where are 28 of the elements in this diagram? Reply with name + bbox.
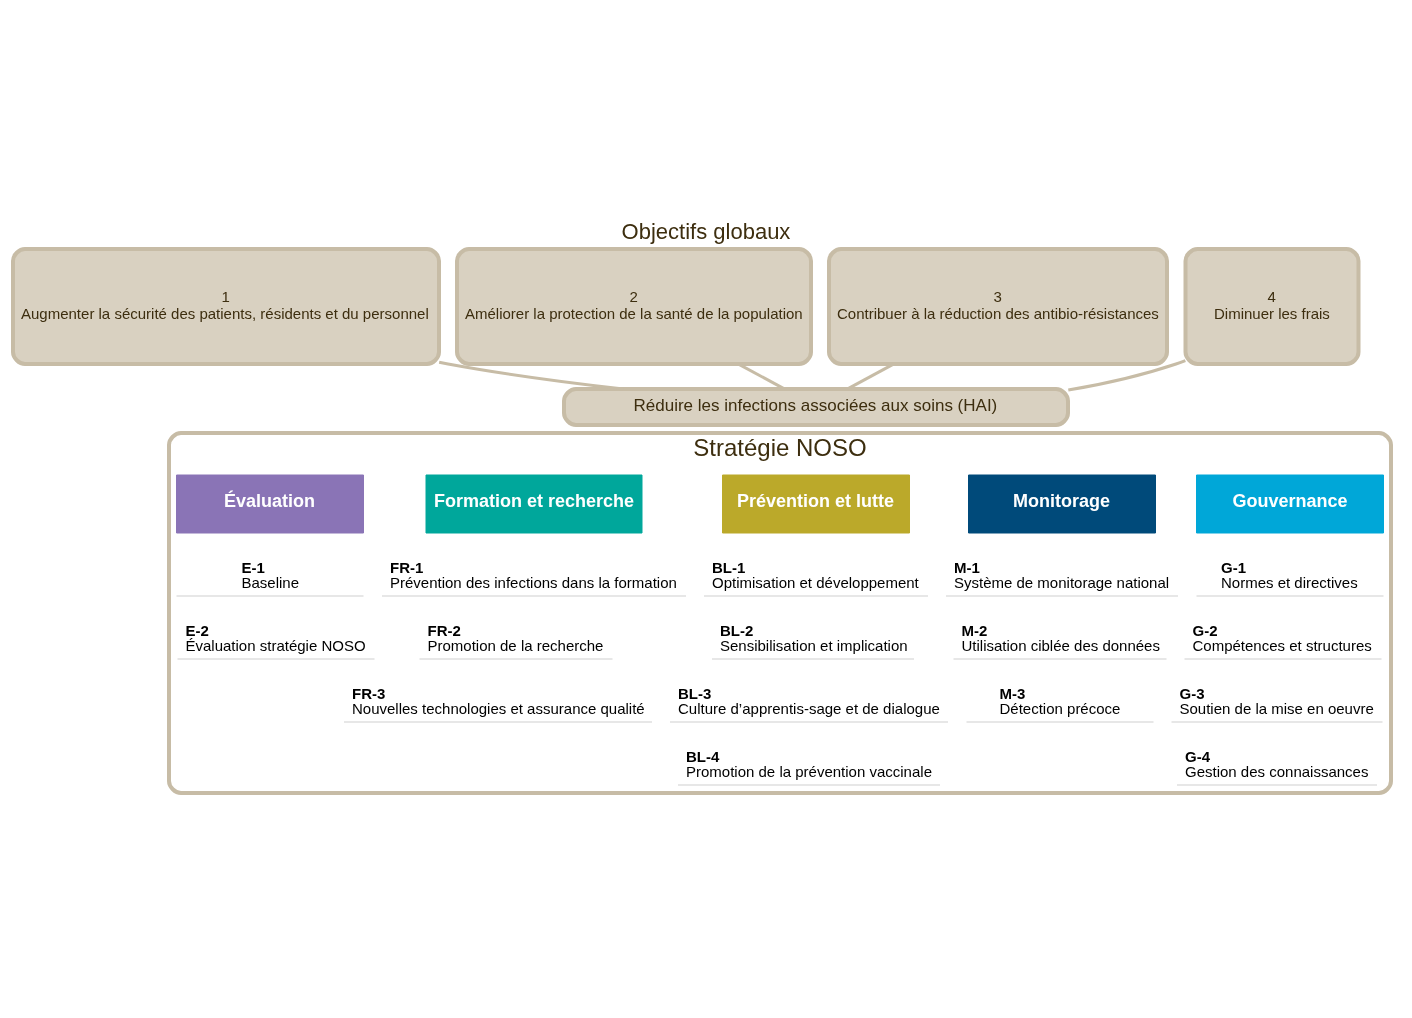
node-box: Réduire les infections associées aux soins (HAI) bbox=[562, 387, 1070, 427]
node-box: Prévention et lutte bbox=[722, 474, 910, 534]
node-box: 1 Augmenter la sécurité des patients, résidents et du personnel bbox=[11, 247, 441, 366]
node-text: G-3 Soutien de la mise en oeuvre bbox=[1179, 685, 1374, 717]
node-text: BL-2 Sensibilisation et implication bbox=[720, 622, 908, 654]
node-box: 4 Diminuer les frais bbox=[1183, 247, 1361, 366]
node-box: 2 Améliorer la protection de la santé de la population bbox=[455, 247, 813, 366]
node-text: G-4 Gestion des connaissances bbox=[1185, 748, 1369, 780]
node-text: G-2 Compétences et structures bbox=[1192, 622, 1372, 654]
node-box: 3 Contribuer à la réduction des antibio-résistances bbox=[827, 247, 1169, 366]
connector bbox=[1068, 359, 1186, 392]
node-box: Formation et recherche bbox=[425, 474, 643, 534]
node-text: BL-4 Promotion de la prévention vaccinale bbox=[686, 748, 932, 780]
diagram-title: Objectifs globaux bbox=[621, 218, 791, 244]
node-text: M-1 Système de monitorage national bbox=[954, 559, 1170, 591]
node-text: FR-1 Prévention des infections dans la formation bbox=[390, 559, 677, 591]
node-text: BL-1 Optimisation et développement bbox=[712, 559, 919, 591]
node-box: Gouvernance bbox=[1196, 474, 1384, 534]
node-box: Monitorage bbox=[968, 474, 1156, 534]
node-text: FR-2 Promotion de la recherche bbox=[427, 622, 604, 654]
node-box: Évaluation bbox=[176, 474, 364, 534]
node-text: E-1 Baseline bbox=[241, 559, 300, 591]
node-text: G-1 Normes et directives bbox=[1221, 559, 1358, 591]
node-text: FR-3 Nouvelles technologies et assurance qualité bbox=[352, 685, 645, 717]
node-text: E-2 Évaluation stratégie NOSO bbox=[185, 622, 366, 654]
node-text: BL-3 Culture d’apprentis-sage et de dialogue bbox=[678, 685, 940, 717]
node-text: M-2 Utilisation ciblée des données bbox=[961, 622, 1160, 654]
node-text: M-3 Détection précoce bbox=[999, 685, 1121, 717]
